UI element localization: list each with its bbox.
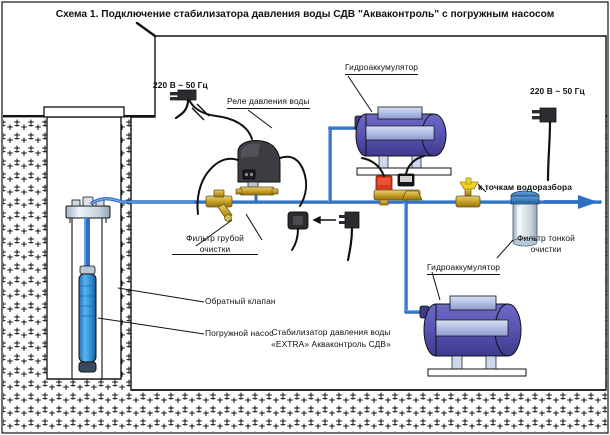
- page-title: Схема 1. Подключение стабилизатора давле…: [55, 9, 555, 20]
- label-pressure-relay: Реле давления воды: [227, 96, 310, 109]
- hydroaccumulator-top: [354, 106, 452, 176]
- label-hydroaccumulator-bottom: Гидроаккумулятор: [427, 262, 501, 275]
- leader-lines: [97, 75, 514, 335]
- label-fine-filter-line2: очистки: [530, 243, 562, 254]
- label-pressure-stabilizer: Стабилизатор давления воды «EXTRA» Аквак…: [244, 326, 418, 350]
- label-stabilizer-line2: «EXTRA» Акваконтроль СДВ»: [271, 339, 391, 350]
- label-stabilizer-line1: Стабилизатор давления воды: [271, 327, 391, 337]
- power-plug-left-icon: [170, 89, 210, 121]
- fine-filter: [510, 190, 540, 247]
- riser-pipe: [84, 218, 90, 266]
- hydroaccumulator-bottom: [419, 295, 527, 377]
- power-plug-right-center-icon: [339, 211, 360, 262]
- label-hydroaccumulator-top: Гидроаккумулятор: [345, 62, 419, 75]
- label-coarse-filter: Фильтр грубой очистки: [172, 233, 258, 255]
- label-fine-filter: Фильтр тонкой очистки: [504, 233, 588, 254]
- label-coarse-filter-line2: очистки: [199, 243, 231, 254]
- coarse-filter: [205, 189, 233, 222]
- arrow-right-icon: [543, 195, 598, 209]
- label-submersible-pump: Погружной насос: [205, 328, 274, 338]
- submersible-pump: [78, 265, 97, 373]
- label-water-points: к точкам водоразбора: [478, 182, 573, 192]
- pressure-stabilizer: [361, 155, 425, 206]
- power-socket-icon: [287, 211, 309, 251]
- label-power-left: 220 В ~ 50 Гц: [153, 80, 208, 90]
- label-coarse-filter-line1: Фильтр грубой: [186, 233, 244, 243]
- power-plug-right-icon: [532, 107, 557, 182]
- label-fine-filter-line1: Фильтр тонкой: [517, 233, 575, 243]
- arrow-left-icon: [312, 215, 336, 225]
- relay-wiring: [187, 95, 308, 215]
- pressure-relay: [235, 140, 281, 196]
- ball-valve: [455, 177, 481, 208]
- label-check-valve: Обратный клапан: [205, 296, 276, 306]
- label-power-right: 220 В ~ 50 Гц: [530, 86, 585, 96]
